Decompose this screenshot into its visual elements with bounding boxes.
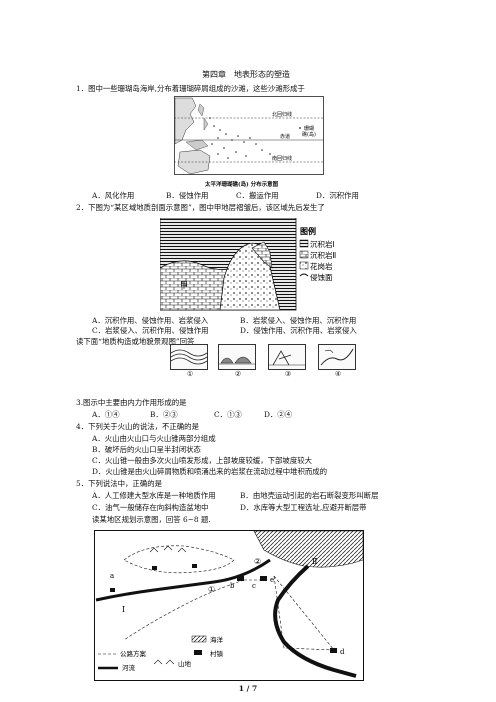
- plan-label-1: ①: [208, 585, 215, 594]
- geologic-section: 甲 图例 沉积岩Ⅰ 沉积岩Ⅱ 花岗岩 侵蚀面: [160, 218, 336, 311]
- legend-village: 村镇: [210, 649, 224, 658]
- legend-road: 公路方案: [120, 649, 147, 658]
- q2-option-a: A．沉积作用、侵蚀作用、岩浆侵入: [92, 316, 209, 325]
- pacific-coral-map: 北回归线 赤道 南回归线 珊瑚 礁(岛): [174, 96, 324, 175]
- landform-thumbnails: ① ② ③ ④: [170, 344, 360, 378]
- tropic-capricorn-label: 南回归线: [272, 155, 292, 162]
- q1-option-a: A．风化作用: [92, 191, 135, 200]
- legend-sed-1: 沉积岩Ⅰ: [310, 239, 335, 249]
- legend-erosion: 侵蚀面: [310, 272, 333, 282]
- plan-label-II: Ⅱ: [312, 557, 317, 566]
- label-jia: 甲: [180, 281, 188, 290]
- thumb-label-2: ②: [234, 370, 242, 378]
- plan-label-2: ②: [254, 557, 261, 566]
- page-title: 第四章 地表形态的塑造: [202, 70, 290, 79]
- q4-stem: 4．下列关于火山的说法，不正确的是: [76, 422, 199, 431]
- q4-option-b: B．破坏后的火山口呈半封闭状态: [92, 445, 201, 454]
- thumb-1-folds: [170, 344, 208, 370]
- plan-label-d: d: [340, 648, 345, 656]
- legend-sea: 海洋: [210, 635, 224, 644]
- q4-option-a: A．火山由火山口与火山锥两部分组成: [92, 434, 216, 443]
- q5-option-b: B．由地壳运动引起的岩石断裂变形叫断层: [240, 491, 379, 500]
- plan-label-b: b: [230, 582, 235, 590]
- equator-label: 赤道: [280, 133, 290, 140]
- q4-option-d: D．火山锥是由火山碎屑物质和喷涌出来的岩浆在流动过程中堆积而成的: [92, 467, 328, 476]
- q5-option-a: A．人工修建大型水库是一种地质作用: [92, 491, 216, 500]
- q3-stem: 3.图示中主要由内力作用形成的是: [76, 398, 187, 407]
- thumb-label-1: ①: [186, 370, 194, 378]
- q2-option-b: B．岩浆侵入、侵蚀作用、沉积作用: [240, 316, 357, 325]
- legend-sed-2: 沉积岩Ⅱ: [310, 250, 336, 260]
- thumb-2-dunes: [218, 344, 256, 370]
- q5-option-d: D．水库等大型工程选址,应避开断层带: [240, 503, 367, 512]
- q1-stem: 1．图中一些珊瑚岛海岸,分布着珊瑚碎屑组成的沙滩，这些沙滩形成于: [76, 84, 305, 93]
- q2-option-d: D．侵蚀作用、沉积作用、岩浆侵入: [240, 326, 357, 335]
- thumb-3-fault: [268, 344, 306, 370]
- tropic-cancer-label: 北回归线: [272, 111, 292, 118]
- q1-option-d: D．沉积作用: [316, 191, 359, 200]
- plan-label-a: a: [110, 572, 114, 580]
- thumb-label-3: ③: [284, 370, 292, 378]
- planning-map: ① ② Ⅱ Ⅰ a b c d e 海洋 村镇 公路方案 山地 河流: [94, 530, 364, 681]
- plan-label-I: Ⅰ: [122, 605, 125, 614]
- intro-q6-q8: 读某地区规划示意图，回答 6~8 题.: [92, 515, 211, 524]
- q2-stem: 2．下图为“某区域地质剖面示意图”，图中甲地层褶皱后，该区域先后发生了: [76, 203, 325, 212]
- q3-option-c: C．①③: [214, 410, 242, 419]
- page-number: 1 / 7: [238, 684, 258, 693]
- map-legend-reef: 礁(岛): [302, 131, 316, 138]
- map-legend-coral: 珊瑚: [304, 125, 314, 132]
- plan-label-c: c: [252, 582, 256, 590]
- q5-stem: 5．下列说法中，正确的是: [76, 479, 163, 488]
- legend-river: 河流: [122, 663, 136, 672]
- q3-option-d: D．②④: [264, 410, 293, 419]
- q4-option-c: C．火山锥一般由多次火山喷发形成，上部坡度较缓，下部坡度较大: [92, 456, 312, 465]
- q3-option-a: A．①④: [92, 410, 120, 419]
- q5-option-c: C．油气一般储存在向斜构造盆地中: [92, 503, 209, 512]
- map-caption: 太平洋珊瑚礁(岛) 分布示意图: [205, 182, 279, 188]
- legend-mountain: 山地: [178, 659, 192, 668]
- q1-option-b: B．侵蚀作用: [166, 191, 209, 200]
- q2-option-c: C．岩浆侵入、沉积作用、侵蚀作用: [92, 326, 209, 335]
- thumb-4-river: [318, 344, 356, 370]
- intro-q3-q4: 读下面“地质构造或地貌景观图”回答: [76, 337, 195, 346]
- plan-label-e: e: [270, 576, 274, 584]
- legend-title: 图例: [300, 226, 316, 236]
- legend-granite: 花岗岩: [310, 261, 333, 271]
- q3-option-b: B．②③: [150, 410, 178, 419]
- q1-option-c: C．搬运作用: [236, 191, 279, 200]
- thumb-label-4: ④: [334, 370, 342, 378]
